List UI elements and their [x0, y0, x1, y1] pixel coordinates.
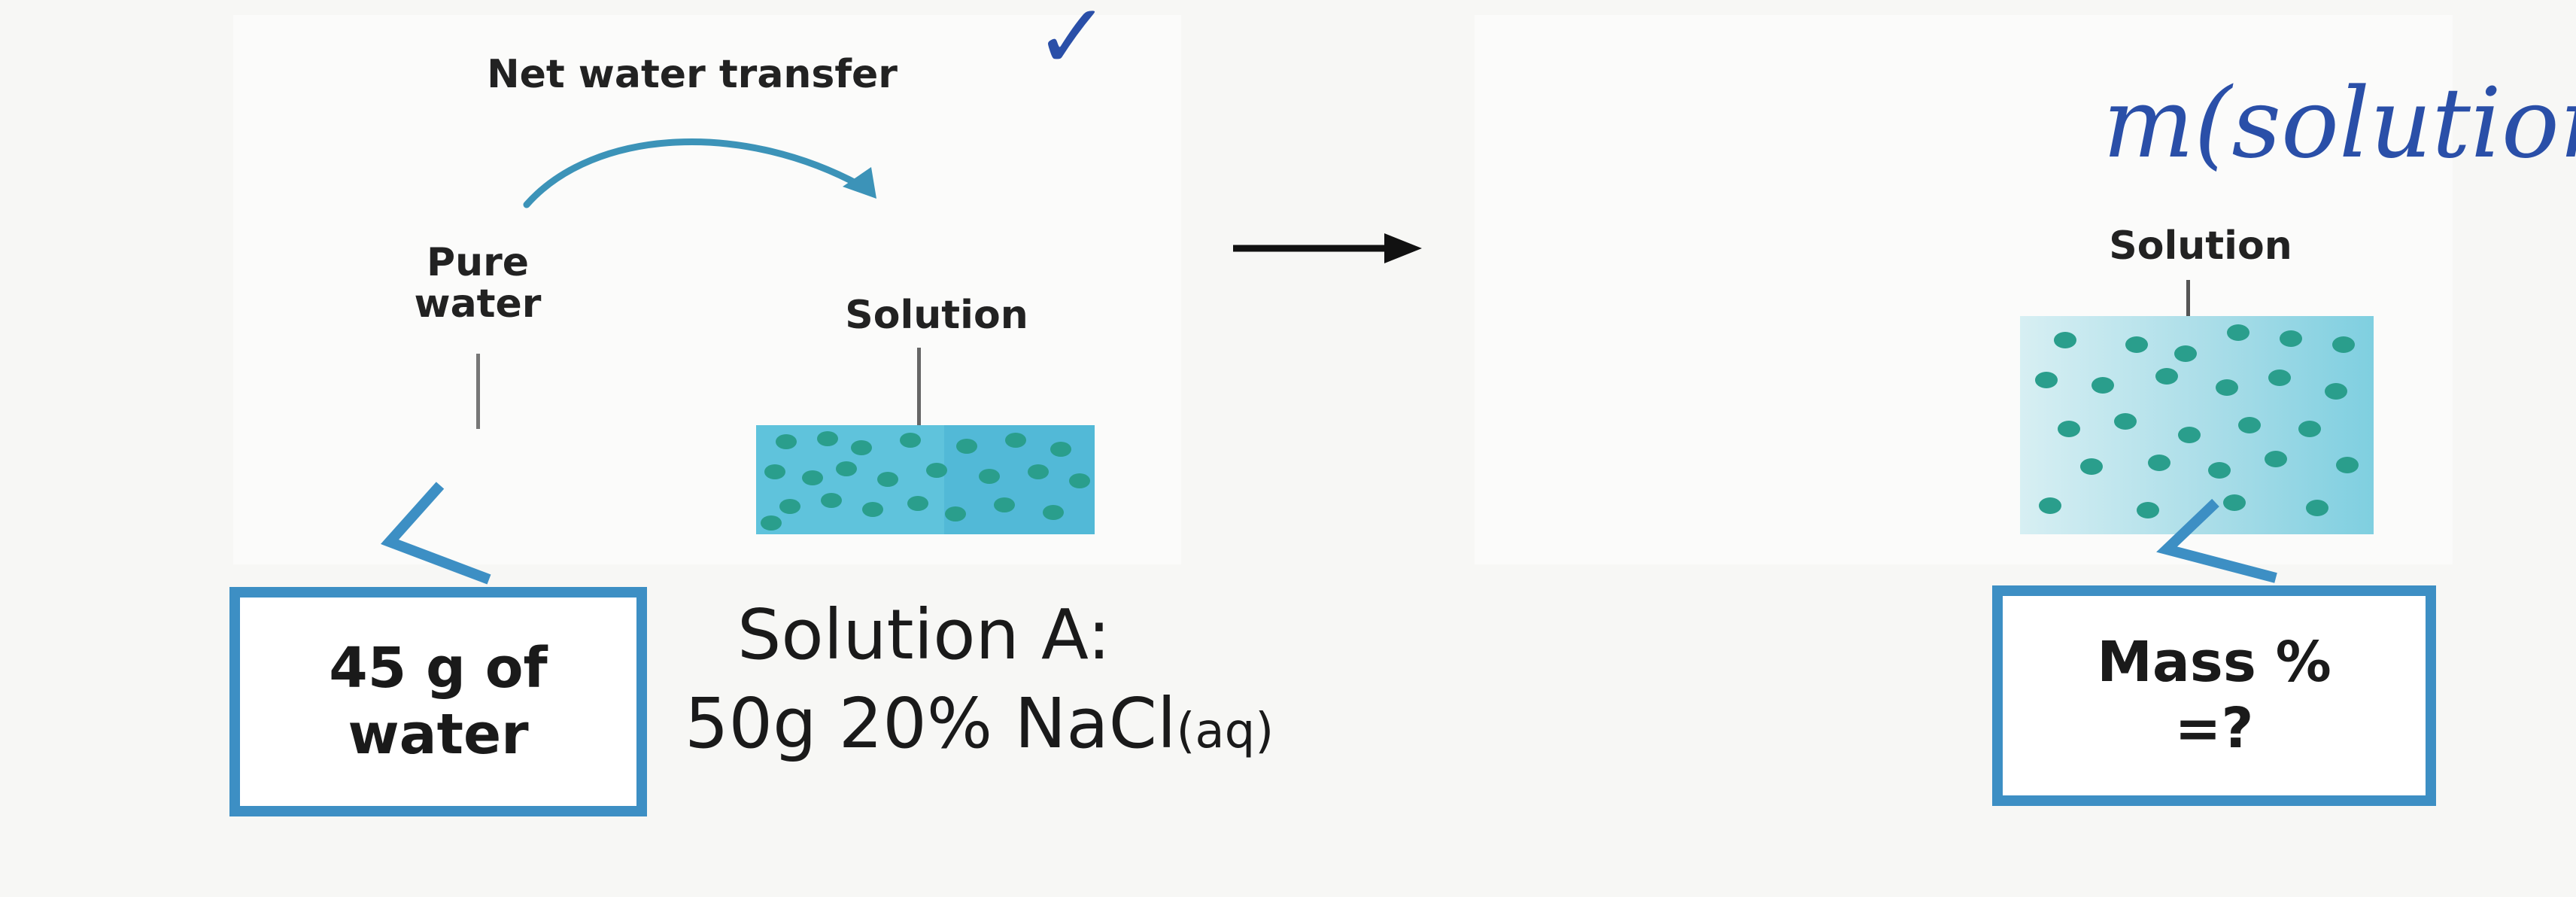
transition-arrow — [1233, 233, 1422, 263]
left-solution-tank — [756, 425, 1095, 534]
mass-percent-text: Mass % =? — [2097, 630, 2331, 761]
solution-a-detail: 50g 20% NaCl(aq) — [685, 683, 1274, 764]
water-mass-box: 45 g of water — [229, 587, 647, 816]
handwritten-note: m(solution — [2103, 68, 2576, 180]
mass-percent-box: Mass % =? — [1992, 585, 2436, 806]
solution-a-title: Solution A: — [737, 594, 1111, 675]
pure-water-label: Pure water — [414, 240, 542, 327]
mass-box-pointer — [2156, 498, 2277, 583]
left-solution-pointer-line — [917, 348, 921, 430]
right-solution-tank — [2020, 316, 2374, 534]
net-water-transfer-label: Net water transfer — [487, 52, 898, 97]
water-mass-text: 45 g of water — [329, 636, 548, 767]
right-solution-pointer-line — [2186, 280, 2190, 319]
water-box-pointer — [380, 482, 491, 585]
pure-water-pointer-line — [476, 354, 480, 429]
solution-a-detail-main: 50g 20% NaCl — [685, 683, 1177, 764]
net-transfer-arrow — [523, 138, 876, 208]
left-solution-label: Solution — [845, 293, 1028, 338]
right-solution-label: Solution — [2109, 223, 2292, 269]
handwritten-check-mark: ✓ — [1034, 0, 1110, 90]
solution-a-detail-state: (aq) — [1176, 704, 1274, 759]
